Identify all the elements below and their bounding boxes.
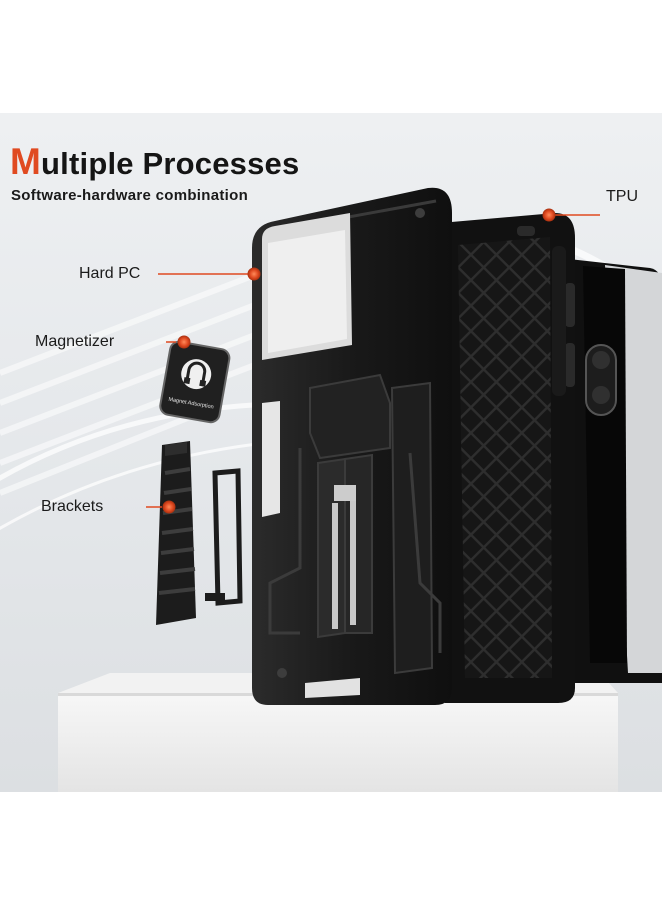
callout-dot-hard-pc [247,267,261,281]
callout-dot-brackets [162,500,176,514]
product-infographic: Magnet Adsorption Multiple Processes Sof… [0,113,662,792]
callout-label-hard-pc: Hard PC [79,265,141,282]
callout-label-tpu: TPU [606,188,638,205]
phone-device [560,258,662,683]
callout-dot-magnetizer [177,335,191,349]
title-rest: ultiple Processes [41,146,300,181]
callout-label-brackets: Brackets [41,498,104,515]
hard-pc-case [252,187,452,705]
page-title: Multiple Processes [10,141,299,183]
bracket-stand [156,441,243,625]
callout-label-magnetizer: Magnetizer [35,333,115,350]
callout-lines [146,214,600,508]
magnetizer-plate [159,340,231,424]
tpu-inner-case [440,213,575,703]
product-illustration: Magnet Adsorption [0,187,662,792]
callout-dot-tpu [542,208,556,222]
title-first-letter: M [10,141,42,182]
page-subtitle: Software-hardware combination [11,187,249,204]
